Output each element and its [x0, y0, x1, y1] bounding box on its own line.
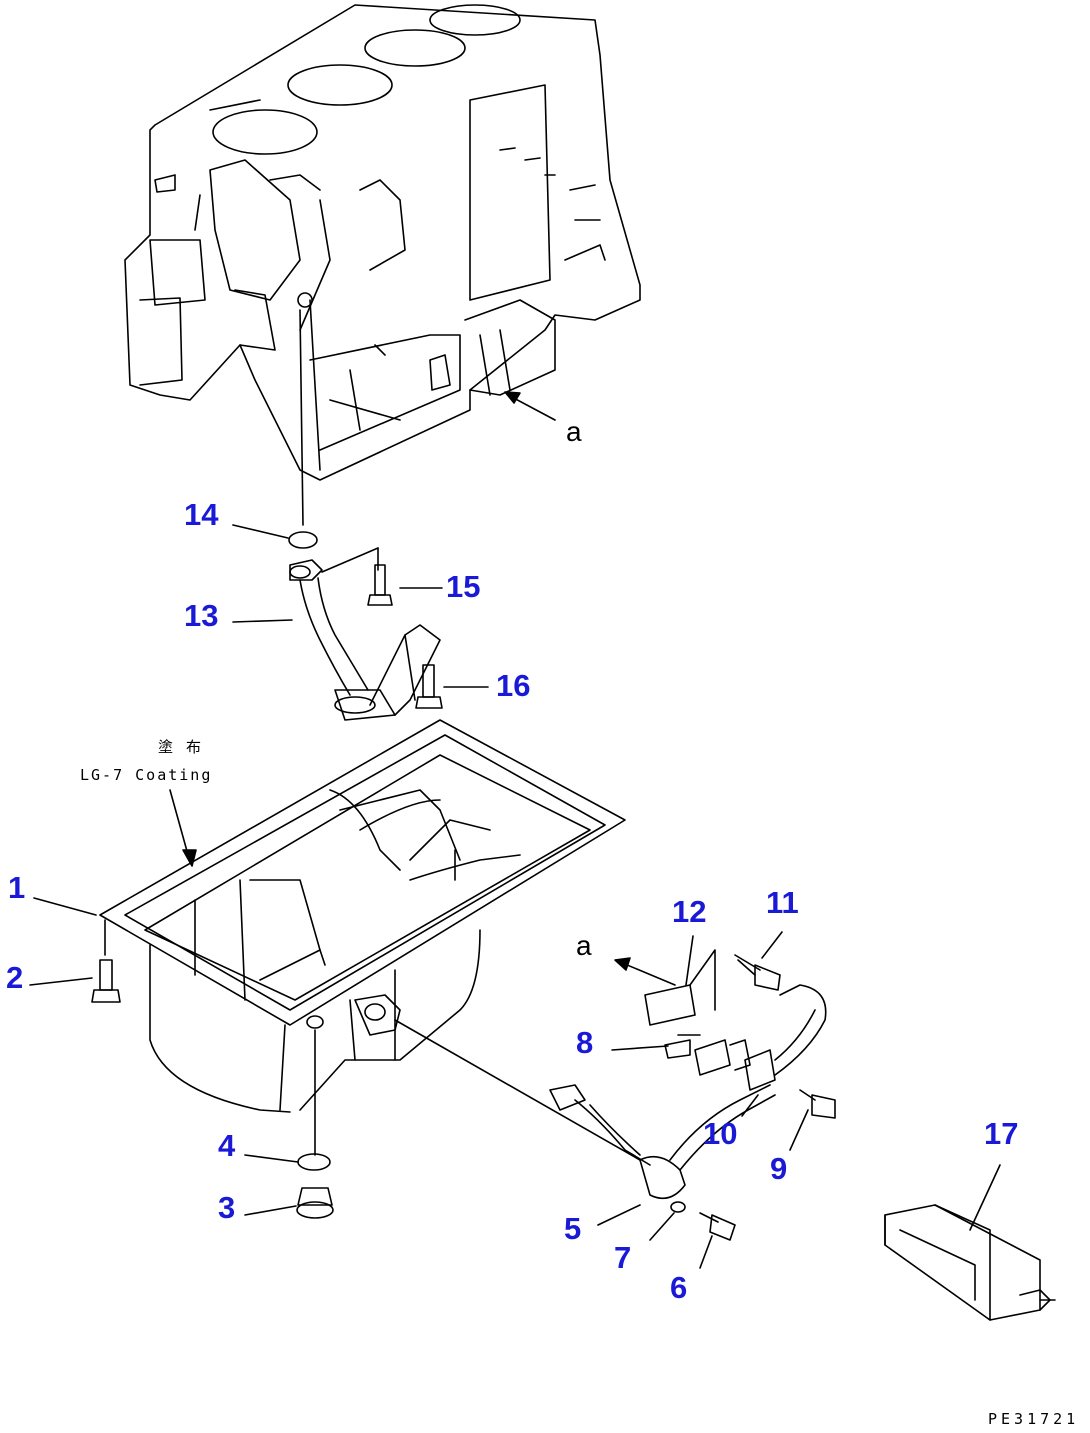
callout-15: 15	[446, 569, 481, 604]
callout-8: 8	[576, 1025, 594, 1060]
bolt-2	[91, 919, 121, 1003]
o-ring-7	[670, 1201, 686, 1213]
oil-strainer-tube	[289, 292, 441, 721]
callout-4: 4	[218, 1128, 236, 1163]
callout-7: 7	[614, 1240, 632, 1275]
callout-16: 16	[496, 668, 531, 703]
oil-pan	[99, 719, 626, 1156]
ref-a-mid: a	[576, 930, 592, 961]
callout-10: 10	[703, 1116, 738, 1151]
sensor-harness	[394, 984, 827, 1200]
bracket-12	[644, 949, 716, 1059]
leader-lines	[29, 391, 1001, 1269]
bolt-9	[799, 1089, 836, 1119]
callout-12: 12	[672, 894, 707, 929]
callout-5: 5	[564, 1211, 582, 1246]
callout-3: 3	[218, 1190, 236, 1225]
callout-14: 14	[184, 497, 219, 532]
bolt-16	[415, 664, 443, 709]
coating-note-en: LG-7 Coating	[80, 766, 213, 784]
bolt-15	[321, 547, 393, 606]
callout-13: 13	[184, 598, 219, 633]
callout-6: 6	[670, 1270, 688, 1305]
o-ring-14	[288, 531, 318, 549]
coating-note-jp: 塗 布	[158, 738, 204, 756]
gasket-4	[297, 1153, 331, 1171]
bolt-11	[734, 954, 781, 991]
ref-a-top: a	[566, 416, 582, 447]
callout-17: 17	[984, 1116, 1019, 1151]
callout-2: 2	[6, 960, 24, 995]
tool-17	[884, 1204, 1056, 1321]
callout-11: 11	[766, 885, 799, 920]
callout-1: 1	[8, 870, 26, 905]
callout-9: 9	[770, 1151, 788, 1186]
bolt-6	[699, 1212, 736, 1241]
drawing-code: PE31721	[988, 1410, 1080, 1428]
drain-plug-3	[296, 1187, 334, 1219]
engine-block	[124, 4, 641, 481]
